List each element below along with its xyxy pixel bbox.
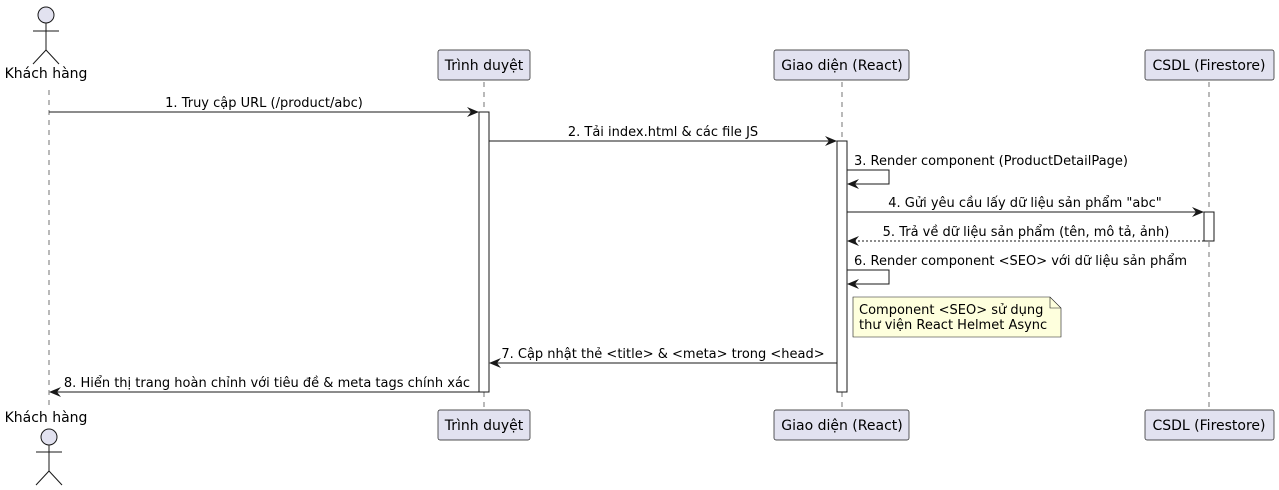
message-7: 7. Cập nhật thẻ <title> & <meta> trong <… — [489, 347, 837, 368]
actor-customer-bottom: Khách hàng — [5, 410, 88, 486]
message-2-label: 2. Tải index.html & các file JS — [568, 125, 758, 140]
activation-db — [1203, 211, 1215, 242]
participant-db-top: CSDL (Firestore) — [1144, 49, 1275, 81]
actor-customer-top: Khách hàng — [5, 6, 88, 82]
activation-ui — [836, 140, 848, 393]
participant-db-bottom: CSDL (Firestore) — [1144, 409, 1275, 441]
note-line-1: Component <SEO> sử dụng — [859, 303, 1043, 318]
participant-ui-top-label: Giao diện (React) — [781, 58, 902, 74]
message-8-label: 8. Hiển thị trang hoàn chỉnh với tiêu đề… — [64, 376, 470, 391]
message-1-label: 1. Truy cập URL (/product/abc) — [165, 96, 363, 111]
message-3: 3. Render component (ProductDetailPage) — [847, 154, 1128, 189]
message-6: 6. Render component <SEO> với dữ liệu sả… — [847, 254, 1187, 289]
participant-db-bottom-label: CSDL (Firestore) — [1152, 418, 1265, 434]
actor-customer-bottom-label: Khách hàng — [5, 410, 88, 426]
message-5-label: 5. Trả về dữ liệu sản phẩm (tên, mô tả, … — [883, 225, 1170, 240]
message-3-label: 3. Render component (ProductDetailPage) — [854, 154, 1128, 169]
participant-browser-bottom: Trình duyệt — [437, 409, 531, 441]
message-1: 1. Truy cập URL (/product/abc) — [49, 96, 479, 117]
participant-ui-bottom: Giao diện (React) — [773, 409, 910, 441]
actor-customer-top-label: Khách hàng — [5, 66, 88, 82]
participant-browser-bottom-label: Trình duyệt — [444, 418, 524, 434]
participant-ui-top: Giao diện (React) — [773, 49, 910, 81]
message-2: 2. Tải index.html & các file JS — [489, 125, 837, 146]
participant-ui-bottom-label: Giao diện (React) — [781, 418, 902, 434]
message-7-label: 7. Cập nhật thẻ <title> & <meta> trong <… — [501, 347, 824, 362]
note: Component <SEO> sử dụng thư viện React H… — [852, 296, 1062, 338]
message-6-label: 6. Render component <SEO> với dữ liệu sả… — [854, 254, 1187, 269]
participant-browser-top-label: Trình duyệt — [444, 58, 524, 74]
note-line-2: thư viện React Helmet Async — [859, 318, 1047, 333]
participant-browser-top: Trình duyệt — [437, 49, 531, 81]
message-4: 4. Gửi yêu cầu lấy dữ liệu sản phẩm "abc… — [847, 196, 1204, 217]
participant-db-top-label: CSDL (Firestore) — [1152, 58, 1265, 74]
message-4-label: 4. Gửi yêu cầu lấy dữ liệu sản phẩm "abc… — [888, 196, 1161, 211]
message-8: 8. Hiển thị trang hoàn chỉnh với tiêu đề… — [49, 376, 479, 397]
activation-browser — [478, 111, 490, 393]
message-5: 5. Trả về dữ liệu sản phẩm (tên, mô tả, … — [847, 225, 1204, 246]
